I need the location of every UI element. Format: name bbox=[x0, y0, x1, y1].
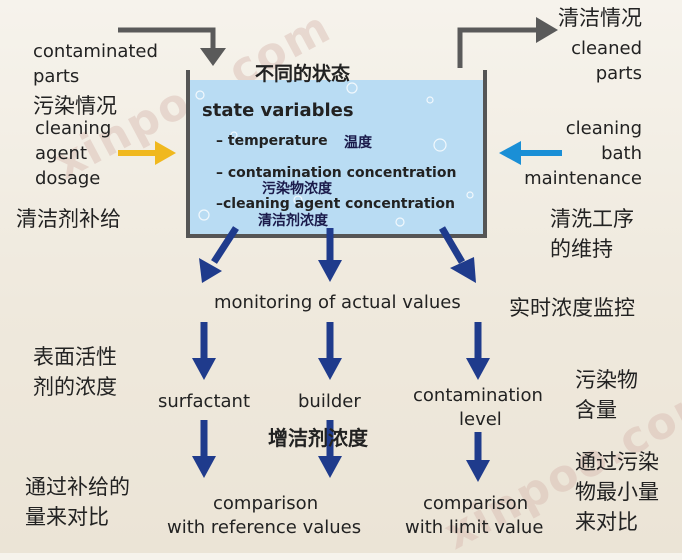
dosage-line1: cleaning bbox=[35, 118, 112, 139]
builder-cn: 增洁剂浓度 bbox=[268, 426, 368, 450]
monitoring-cn: 实时浓度监控 bbox=[509, 296, 635, 320]
state-var-contamination: – contamination concentration bbox=[216, 165, 457, 181]
cleaned-cn: 清洁情况 bbox=[558, 6, 642, 30]
contaminated-parts-line1: contaminated bbox=[33, 41, 158, 62]
limit-line1: comparison bbox=[423, 493, 529, 514]
surfactant-label: surfactant bbox=[158, 391, 251, 412]
maintenance-cn-line2: 的维持 bbox=[550, 237, 613, 261]
state-variables-heading: state variables bbox=[202, 100, 354, 121]
limit-cn-line1: 通过污染 bbox=[575, 450, 659, 474]
state-var-contamination-cn: 污染物浓度 bbox=[262, 181, 332, 197]
maintenance-line2: bath bbox=[601, 143, 642, 164]
state-var-temperature-label: temperature bbox=[227, 133, 328, 149]
reference-cn-line1: 通过补给的 bbox=[25, 475, 130, 499]
state-var-cleaning-agent-label: cleaning agent concentration bbox=[223, 196, 455, 212]
limit-cn-line2: 物最小量 bbox=[575, 480, 659, 504]
tank-liquid bbox=[188, 80, 485, 236]
contamination-level-line1: contamination bbox=[413, 385, 543, 406]
reference-line2: with reference values bbox=[167, 517, 362, 538]
dosage-cn: 清洁剂补给 bbox=[16, 207, 121, 231]
maintenance-cn-line1: 清洗工序 bbox=[550, 207, 634, 231]
reference-line1: comparison bbox=[213, 493, 319, 514]
surfactant-cn-line2: 剂的浓度 bbox=[33, 375, 117, 399]
outflow-arrow bbox=[457, 27, 538, 68]
inflow-arrow-head bbox=[200, 48, 226, 66]
surfactant-cn-line1: 表面活性 bbox=[33, 345, 117, 369]
contamination-to-compare-head bbox=[466, 460, 490, 482]
state-var-contamination-label: contamination concentration bbox=[227, 165, 457, 181]
contaminated-parts-line2: parts bbox=[33, 66, 80, 87]
state-var-cleaning-agent-cn: 清洁剂浓度 bbox=[258, 213, 328, 229]
state-var-temperature-cn: 温度 bbox=[344, 135, 372, 151]
outflow-arrow-head bbox=[536, 17, 558, 43]
maintenance-line1: cleaning bbox=[565, 118, 642, 139]
maintenance-arrow-head bbox=[499, 141, 521, 165]
contamination-level-line2: level bbox=[459, 409, 502, 430]
monitor-to-builder-head bbox=[318, 358, 342, 380]
contamination-cn-line2: 含量 bbox=[575, 398, 617, 422]
dosage-line2: agent bbox=[35, 143, 87, 164]
monitor-to-contamination-head bbox=[466, 358, 490, 380]
limit-line2: with limit value bbox=[405, 517, 544, 538]
dosage-line3: dosage bbox=[35, 168, 101, 189]
surfactant-to-compare-head bbox=[192, 456, 216, 478]
limit-cn-line3: 来对比 bbox=[575, 510, 638, 534]
tank-wall bbox=[186, 70, 487, 238]
tank-bubbles bbox=[195, 82, 474, 227]
state-var-temperature: – temperature bbox=[216, 133, 328, 149]
dosage-arrow-head bbox=[155, 141, 176, 165]
reference-cn-line2: 量来对比 bbox=[25, 505, 109, 529]
tank-to-monitor-right-head bbox=[450, 257, 476, 283]
monitoring-label: monitoring of actual values bbox=[214, 292, 461, 313]
contaminated-cn: 污染情况 bbox=[33, 94, 117, 118]
tank-to-monitor-right bbox=[438, 226, 466, 264]
contamination-cn-line1: 污染物 bbox=[575, 368, 638, 392]
cleaned-parts-line2: parts bbox=[595, 63, 642, 84]
monitor-to-surfactant-head bbox=[192, 358, 216, 380]
tank-to-monitor-left-head bbox=[199, 258, 222, 283]
builder-to-compare-head bbox=[318, 456, 342, 478]
maintenance-line3: maintenance bbox=[524, 168, 642, 189]
tank-to-monitor-mid-head bbox=[318, 260, 342, 282]
tank-title-cn: 不同的状态 bbox=[255, 63, 351, 85]
cleaned-parts-line1: cleaned bbox=[571, 38, 642, 59]
builder-label: builder bbox=[298, 391, 361, 412]
inflow-arrow bbox=[118, 27, 216, 50]
tank-to-monitor-left bbox=[211, 226, 239, 264]
state-var-cleaning-agent: –cleaning agent concentration bbox=[216, 196, 455, 212]
